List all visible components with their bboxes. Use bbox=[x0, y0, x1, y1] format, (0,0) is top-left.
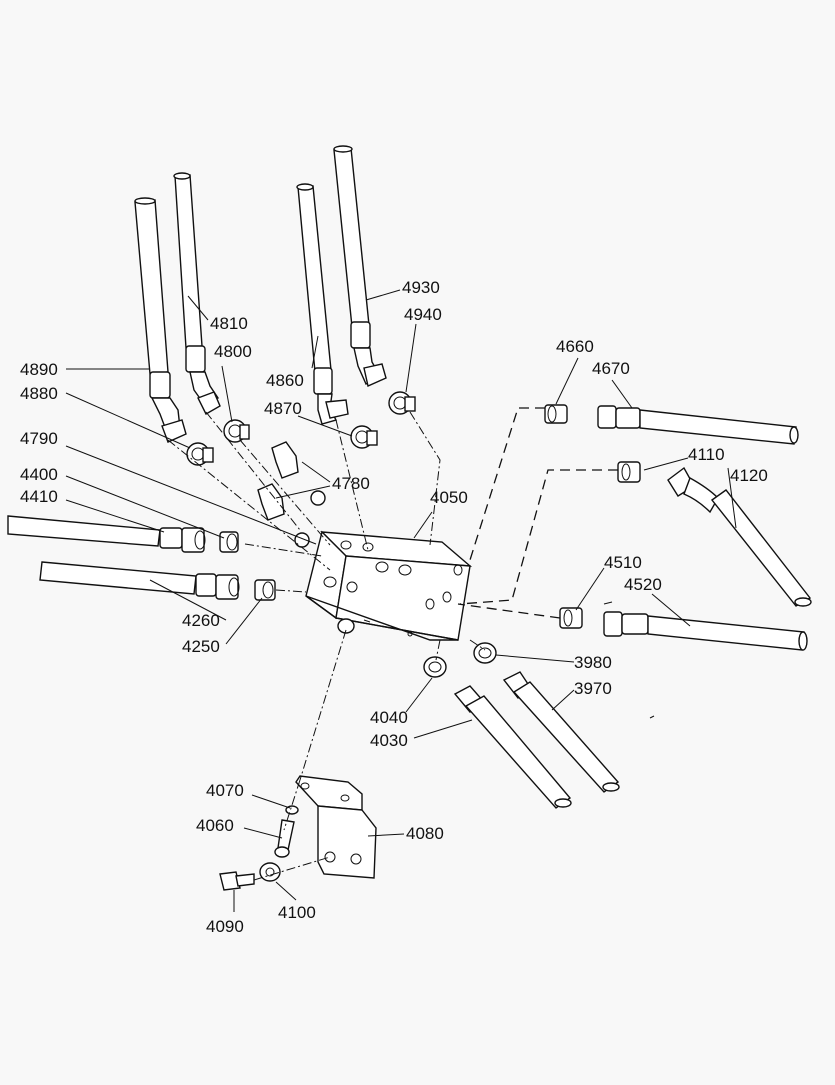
callout-labels: 4890 4880 4810 4800 4790 4400 4410 4260 … bbox=[20, 278, 768, 936]
label-4800: 4800 bbox=[214, 342, 252, 361]
label-4510: 4510 bbox=[604, 553, 642, 572]
label-4070: 4070 bbox=[206, 781, 244, 800]
label-4260: 4260 bbox=[182, 611, 220, 630]
label-4890: 4890 bbox=[20, 360, 58, 379]
leader-lines bbox=[65, 289, 737, 912]
fitting-3980 bbox=[473, 642, 497, 664]
label-4040: 4040 bbox=[370, 708, 408, 727]
hose-4890 bbox=[134, 197, 187, 443]
label-4810: 4810 bbox=[210, 314, 248, 333]
hose-4120 bbox=[667, 466, 812, 607]
label-3970: 3970 bbox=[574, 679, 612, 698]
label-4100: 4100 bbox=[278, 903, 316, 922]
label-4250: 4250 bbox=[182, 637, 220, 656]
label-4520: 4520 bbox=[624, 575, 662, 594]
pin-4060 bbox=[274, 819, 295, 858]
label-4050: 4050 bbox=[430, 488, 468, 507]
hose-4030 bbox=[453, 685, 572, 809]
hose-4930 bbox=[333, 145, 387, 387]
label-4790: 4790 bbox=[20, 429, 58, 448]
manifold-block-4050 bbox=[305, 530, 473, 641]
fitting-4870 bbox=[350, 425, 378, 449]
label-4660: 4660 bbox=[556, 337, 594, 356]
hose-4410 bbox=[7, 515, 206, 553]
hose-4520 bbox=[603, 611, 808, 651]
fitting-4880 bbox=[186, 442, 214, 466]
label-4410: 4410 bbox=[20, 487, 58, 506]
label-4670: 4670 bbox=[592, 359, 630, 378]
label-4860: 4860 bbox=[266, 371, 304, 390]
label-4780: 4780 bbox=[332, 474, 370, 493]
fitting-4250 bbox=[254, 579, 276, 601]
label-4090: 4090 bbox=[206, 917, 244, 936]
hose-4810 bbox=[173, 172, 221, 415]
fitting-4660 bbox=[544, 404, 568, 424]
connection-lines bbox=[167, 407, 618, 881]
label-4030: 4030 bbox=[370, 731, 408, 750]
fitting-4800 bbox=[223, 419, 250, 443]
washer-4100 bbox=[259, 862, 281, 882]
label-4880: 4880 bbox=[20, 384, 58, 403]
fitting-4780 bbox=[257, 441, 326, 548]
label-4400: 4400 bbox=[20, 465, 58, 484]
stray-marks bbox=[363, 601, 655, 719]
hose-4860 bbox=[296, 183, 349, 425]
bolt-4090 bbox=[219, 871, 255, 891]
label-3980: 3980 bbox=[574, 653, 612, 672]
fitting-4040 bbox=[423, 656, 447, 678]
label-4940: 4940 bbox=[404, 305, 442, 324]
label-4870: 4870 bbox=[264, 399, 302, 418]
hose-4260 bbox=[39, 561, 240, 600]
label-4930: 4930 bbox=[402, 278, 440, 297]
fitting-4510 bbox=[559, 607, 583, 629]
hose-3970 bbox=[502, 671, 620, 793]
hose-4670 bbox=[597, 405, 799, 445]
fitting-4110 bbox=[617, 461, 641, 483]
fitting-4400 bbox=[219, 531, 239, 553]
label-4080: 4080 bbox=[406, 824, 444, 843]
label-4110: 4110 bbox=[688, 445, 725, 464]
bracket-4080 bbox=[295, 775, 377, 879]
label-4120: 4120 bbox=[730, 466, 768, 485]
fitting-4940 bbox=[388, 391, 416, 415]
label-4060: 4060 bbox=[196, 816, 234, 835]
